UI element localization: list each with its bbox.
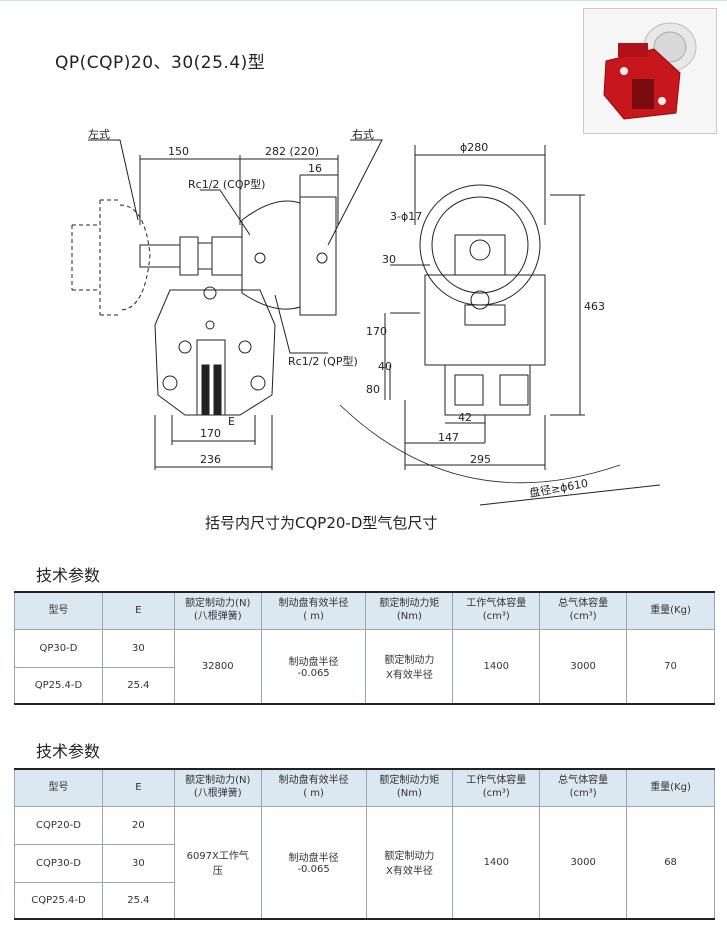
cell-total-gas: 3000: [539, 805, 628, 920]
dim-16: 16: [308, 162, 322, 175]
technical-drawing: 左式 右式 150 282 (220) 16 Rc1/2 (CQP型) Rc1/…: [71, 127, 660, 506]
top-divider: [0, 0, 727, 1]
cell-radius: 制动盘半径-0.065: [260, 805, 367, 920]
cell-total-gas: 3000: [539, 628, 628, 705]
table-row: CQP30-D 30: [14, 843, 715, 883]
dim-phi280: ϕ280: [460, 141, 488, 154]
dim-42: 42: [458, 411, 472, 424]
dim-150: 150: [168, 145, 189, 158]
dim-80: 80: [366, 383, 380, 396]
header-total-gas: 总气体容量(cm³): [539, 768, 628, 807]
table-row: QP25.4-D 25.4: [14, 666, 715, 705]
header-work-gas: 工作气体容量(cm³): [452, 768, 541, 807]
cell-model: CQP25.4-D: [14, 881, 103, 920]
spec-table-2: 型号 E 额定制动力(N)(八根弹簧) 制动盘有效半径( m) 额定制动力矩(N…: [14, 768, 715, 920]
header-torque: 额定制动力矩(Nm): [365, 591, 454, 630]
dim-463: 463: [584, 300, 605, 313]
header-total-gas: 总气体容量(cm³): [539, 591, 628, 630]
header-force: 额定制动力(N)(八根弹簧): [173, 768, 262, 807]
table-header-row: 型号 E 额定制动力(N)(八根弹簧) 制动盘有效半径( m) 额定制动力矩(N…: [14, 768, 715, 807]
cell-radius: 制动盘半径-0.065: [260, 628, 367, 705]
cell-e: 25.4: [101, 881, 175, 920]
cell-e: 30: [101, 843, 175, 883]
cell-e: 20: [101, 805, 175, 845]
cell-e: 30: [101, 628, 175, 668]
dim-147: 147: [438, 431, 459, 444]
e-label: E: [228, 415, 235, 428]
dim-30: 30: [382, 253, 396, 266]
header-radius: 制动盘有效半径( m): [260, 768, 367, 807]
table-header-row: 型号 E 额定制动力(N)(八根弹簧) 制动盘有效半径( m) 额定制动力矩(N…: [14, 591, 715, 630]
dim-295: 295: [470, 453, 491, 466]
page-title: QP(CQP)20、30(25.4)型: [55, 53, 266, 73]
dim-236: 236: [200, 453, 221, 466]
spec-table-1: 型号 E 额定制动力(N)(八根弹簧) 制动盘有效半径( m) 额定制动力矩(N…: [14, 591, 715, 705]
cell-model: CQP30-D: [14, 843, 103, 883]
header-work-gas: 工作气体容量(cm³): [452, 591, 541, 630]
header-weight: 重量(Kg): [626, 591, 715, 630]
cell-model: QP25.4-D: [14, 666, 103, 705]
header-weight: 重量(Kg): [626, 768, 715, 807]
header-e: E: [101, 768, 175, 807]
cell-work-gas: 1400: [452, 628, 541, 705]
rc-qp-label: Rc1/2 (QP型): [288, 354, 358, 368]
product-photo: [583, 8, 717, 134]
right-style-label: 右式: [352, 127, 374, 141]
cell-weight: 70: [626, 628, 715, 705]
table-row: CQP25.4-D 25.4: [14, 881, 715, 920]
drawing-note: 括号内尺寸为CQP20-D型气包尺寸: [205, 514, 438, 532]
header-force: 额定制动力(N)(八根弹簧): [173, 591, 262, 630]
cell-force: 6097X工作气压: [173, 805, 262, 920]
cell-e: 25.4: [101, 666, 175, 705]
header-model: 型号: [14, 768, 103, 807]
left-style-label: 左式: [88, 128, 110, 141]
header-e: E: [101, 591, 175, 630]
cell-work-gas: 1400: [452, 805, 541, 920]
dim-40: 40: [378, 360, 392, 373]
cell-model: QP30-D: [14, 628, 103, 668]
cell-weight: 68: [626, 805, 715, 920]
dim-170-left: 170: [200, 427, 221, 440]
dim-3-phi17: 3-ϕ17: [390, 210, 422, 223]
cell-force: 32800: [173, 628, 262, 705]
dim-282: 282 (220): [265, 145, 319, 158]
cell-model: CQP20-D: [14, 805, 103, 845]
section-heading-1: 技术参数: [36, 566, 101, 585]
rc-cqp-label: Rc1/2 (CQP型): [188, 177, 265, 191]
header-model: 型号: [14, 591, 103, 630]
dim-170-right: 170: [366, 325, 387, 338]
section-heading-2: 技术参数: [36, 742, 101, 761]
header-radius: 制动盘有效半径( m): [260, 591, 367, 630]
header-torque: 额定制动力矩(Nm): [365, 768, 454, 807]
